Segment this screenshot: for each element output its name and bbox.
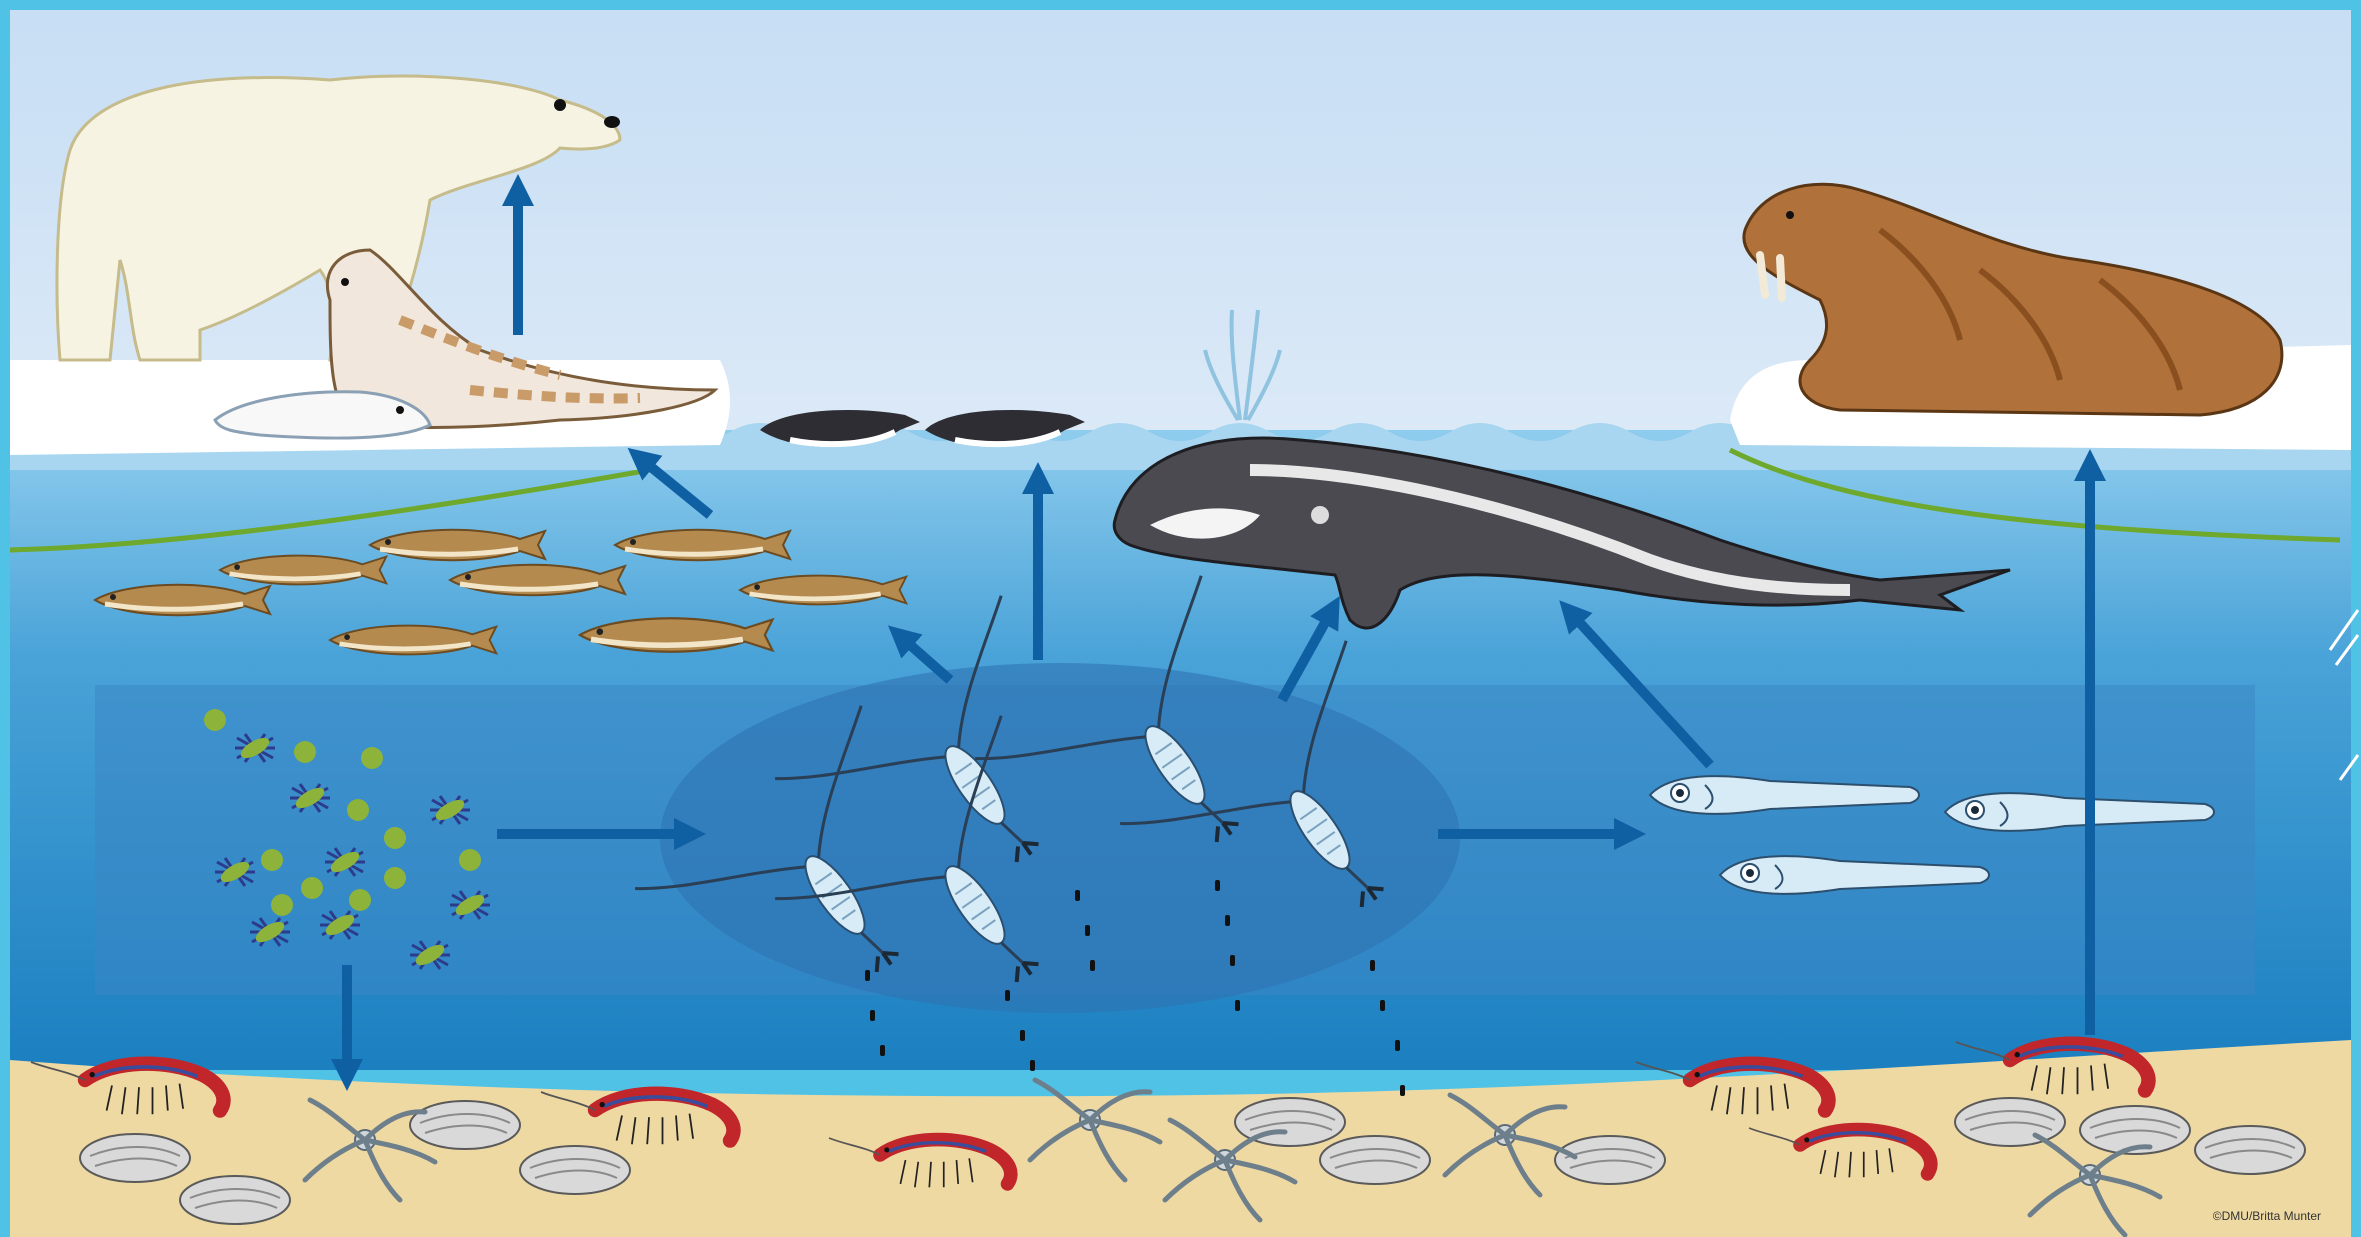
clam-icon xyxy=(80,1134,190,1182)
clam-icon xyxy=(180,1176,290,1224)
phytoplankton-icon xyxy=(384,827,406,849)
clam-icon xyxy=(2195,1126,2305,1174)
phytoplankton-icon xyxy=(271,894,293,916)
phytoplankton-icon xyxy=(301,877,323,899)
clam-icon xyxy=(1955,1098,2065,1146)
phytoplankton-icon xyxy=(347,799,369,821)
clam-icon xyxy=(1320,1136,1430,1184)
image-credit: ©DMU/Britta Munter xyxy=(2213,1209,2321,1223)
clam-icon xyxy=(1555,1136,1665,1184)
phytoplankton-icon xyxy=(204,709,226,731)
phytoplankton-icon xyxy=(294,741,316,763)
phytoplankton-icon xyxy=(459,849,481,871)
clam-icon xyxy=(410,1101,520,1149)
clam-icon xyxy=(520,1146,630,1194)
phytoplankton-icon xyxy=(361,747,383,769)
phytoplankton-icon xyxy=(261,849,283,871)
phytoplankton-icon xyxy=(384,867,406,889)
phytoplankton-icon xyxy=(349,889,371,911)
